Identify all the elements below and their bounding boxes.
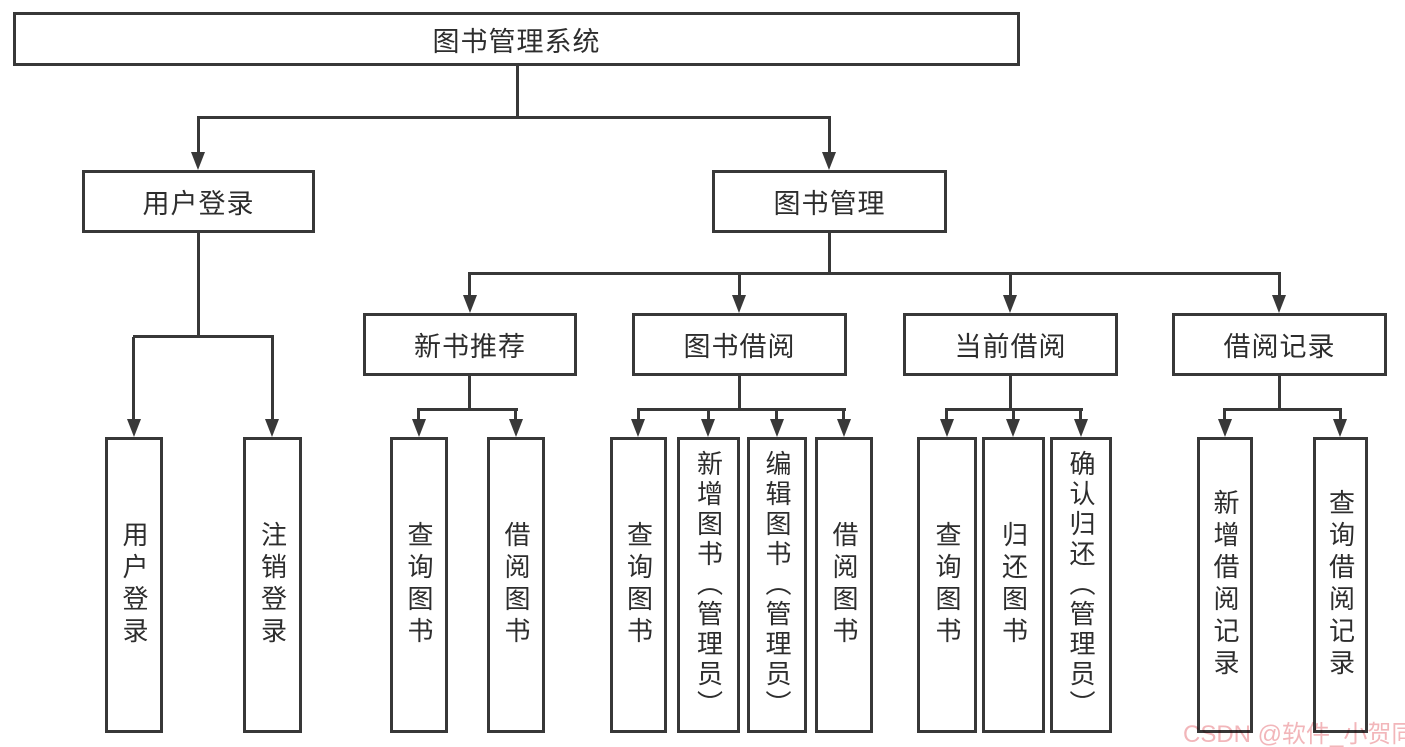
- node-book-management-label: 图书管理: [773, 189, 886, 219]
- arrowhead-icon: [940, 419, 954, 437]
- leaf-query-books-borrow-label: 查询图书: [623, 521, 654, 649]
- node-user-login-label: 用户登录: [142, 189, 255, 219]
- leaf-query-books-borrow: 查询图书: [610, 437, 667, 733]
- node-borrow-records-label: 借阅记录: [1223, 332, 1336, 362]
- connector-line: [417, 410, 420, 420]
- leaf-return-books-label: 归还图书: [998, 521, 1029, 649]
- arrowhead-icon: [822, 152, 836, 170]
- arrowhead-icon: [1003, 295, 1017, 313]
- leaf-add-borrow-record: 新增借阅记录: [1197, 437, 1253, 733]
- arrowhead-icon: [463, 295, 477, 313]
- arrowhead-icon: [631, 419, 645, 437]
- arrowhead-icon: [1272, 295, 1286, 313]
- connector-line: [132, 337, 135, 419]
- leaf-confirm-return-admin-label: 确认归还（管理员）: [1066, 450, 1096, 720]
- connector-line: [775, 410, 778, 420]
- connector-line: [1223, 408, 1342, 411]
- connector-line: [468, 274, 471, 297]
- connector-line: [1079, 410, 1082, 420]
- connector-line: [738, 274, 741, 297]
- arrowhead-icon: [1074, 419, 1088, 437]
- connector-line: [197, 118, 200, 154]
- connector-line: [945, 408, 1083, 411]
- leaf-query-borrow-record-label: 查询借阅记录: [1325, 489, 1356, 681]
- node-book-management: 图书管理: [712, 170, 947, 233]
- leaf-borrow-books-recommend: 借阅图书: [487, 437, 545, 733]
- connector-line: [637, 408, 846, 411]
- connector-line: [828, 233, 831, 273]
- leaf-query-books-current-label: 查询图书: [932, 521, 962, 649]
- connector-line: [133, 335, 274, 338]
- connector-line: [1223, 410, 1226, 420]
- connector-line: [516, 66, 519, 117]
- connector-line: [738, 376, 741, 410]
- arrowhead-icon: [1006, 419, 1020, 437]
- leaf-logout-label: 注销登录: [257, 521, 288, 649]
- arrowhead-icon: [1218, 419, 1232, 437]
- node-current-borrow: 当前借阅: [903, 313, 1118, 376]
- leaf-borrow-books-recommend-label: 借阅图书: [501, 521, 531, 649]
- arrowhead-icon: [1333, 419, 1347, 437]
- arrowhead-icon: [732, 295, 746, 313]
- leaf-query-books-current: 查询图书: [917, 437, 977, 733]
- leaf-user-login: 用户登录: [105, 437, 163, 733]
- node-book-borrow-label: 图书借阅: [683, 332, 796, 362]
- connector-line: [707, 410, 710, 420]
- node-book-borrow: 图书借阅: [632, 313, 847, 376]
- node-borrow-records: 借阅记录: [1172, 313, 1387, 376]
- connector-line: [1009, 376, 1012, 410]
- leaf-add-books-admin-label: 新增图书（管理员）: [693, 450, 724, 720]
- leaf-return-books: 归还图书: [982, 437, 1045, 733]
- connector-line: [945, 410, 948, 420]
- leaf-borrow-books-label: 借阅图书: [829, 521, 859, 649]
- arrowhead-icon: [837, 419, 851, 437]
- leaf-add-books-admin: 新增图书（管理员）: [677, 437, 740, 733]
- arrowhead-icon: [701, 419, 715, 437]
- arrowhead-icon: [412, 419, 426, 437]
- leaf-confirm-return-admin: 确认归还（管理员）: [1050, 437, 1112, 733]
- csdn-watermark: CSDN @软件_小贺同学: [1183, 721, 1405, 747]
- node-new-book-recommend-label: 新书推荐: [414, 332, 526, 362]
- arrowhead-icon: [770, 419, 784, 437]
- leaf-user-login-label: 用户登录: [119, 521, 149, 649]
- connector-line: [514, 410, 517, 420]
- arrowhead-icon: [509, 419, 523, 437]
- node-user-login: 用户登录: [82, 170, 315, 233]
- connector-line: [1339, 410, 1342, 420]
- leaf-edit-books-admin-label: 编辑图书（管理员）: [762, 450, 792, 720]
- connector-line: [828, 118, 831, 154]
- leaf-edit-books-admin: 编辑图书（管理员）: [747, 437, 807, 733]
- connector-line: [468, 272, 1281, 275]
- connector-line: [1009, 274, 1012, 297]
- node-current-borrow-label: 当前借阅: [954, 332, 1067, 362]
- connector-line: [271, 337, 274, 419]
- connector-line: [197, 116, 831, 119]
- connector-line: [637, 410, 640, 420]
- node-root-label: 图书管理系统: [432, 26, 601, 57]
- leaf-borrow-books: 借阅图书: [815, 437, 873, 733]
- node-new-book-recommend: 新书推荐: [363, 313, 577, 376]
- connector-line: [1012, 410, 1015, 420]
- connector-line: [1278, 274, 1281, 297]
- leaf-query-borrow-record: 查询借阅记录: [1313, 437, 1368, 733]
- connector-line: [468, 376, 471, 410]
- leaf-add-borrow-record-label: 新增借阅记录: [1210, 489, 1240, 681]
- leaf-query-books-recommend: 查询图书: [390, 437, 448, 733]
- connector-line: [842, 410, 845, 420]
- leaf-logout: 注销登录: [243, 437, 302, 733]
- arrowhead-icon: [127, 419, 141, 437]
- arrowhead-icon: [265, 419, 279, 437]
- arrowhead-icon: [191, 152, 205, 170]
- connector-line: [1278, 376, 1281, 410]
- node-root-system: 图书管理系统: [13, 12, 1020, 66]
- leaf-query-books-recommend-label: 查询图书: [404, 521, 434, 649]
- connector-line: [197, 233, 200, 336]
- connector-line: [417, 408, 518, 411]
